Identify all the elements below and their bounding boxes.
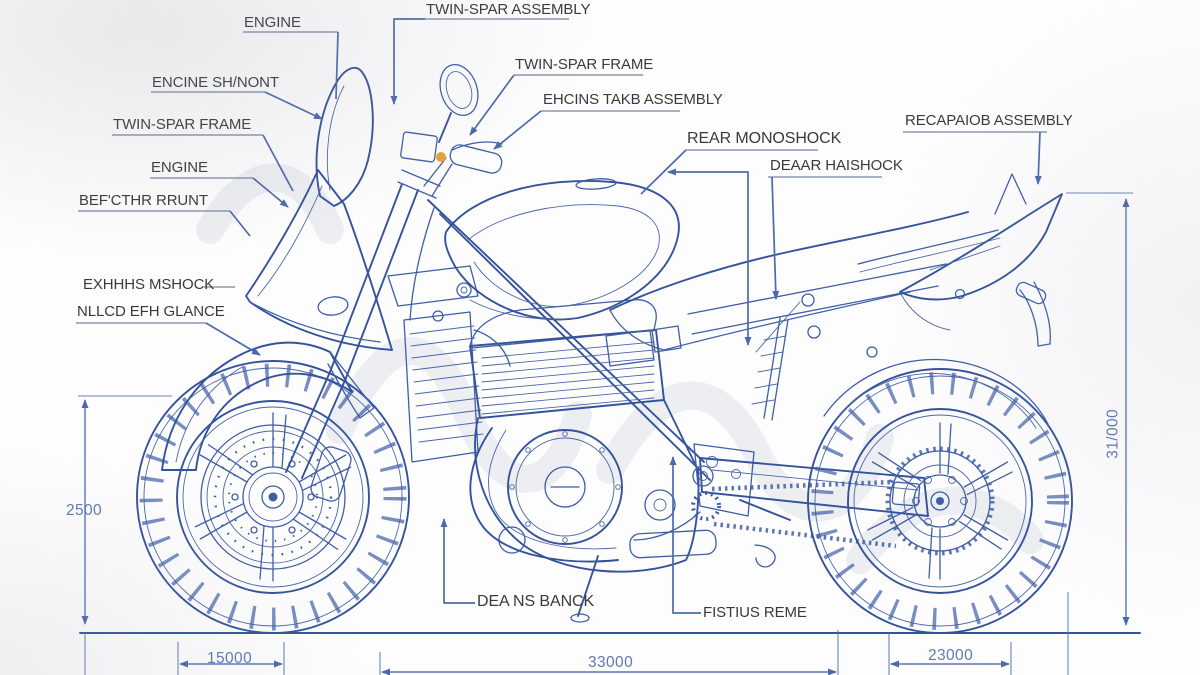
- airbox: [605, 329, 655, 367]
- front-brake-caliper: [310, 446, 352, 502]
- rear-sprocket: [885, 446, 995, 556]
- handlebar-cockpit: [400, 131, 503, 197]
- tail-unit: [857, 173, 1063, 331]
- fairing-vent: [387, 265, 479, 307]
- clutch-cover: [507, 429, 623, 545]
- mud-flap: [1019, 281, 1052, 347]
- windscreen: [315, 66, 374, 207]
- callout-rear-monoshock: REAR MONOSHOCK: [687, 130, 842, 147]
- callout-ehcins-takb-assembly: EHCINS TAKB ASSEMBLY: [543, 91, 723, 108]
- dimension-front-height: 2500: [66, 502, 103, 519]
- callout-fistius-reme: FISTIUS REME: [703, 604, 807, 621]
- dimension-overall-height: 31/000: [1104, 408, 1122, 459]
- fuel-tank: [444, 178, 680, 321]
- filler-cap: [575, 178, 617, 190]
- callout-underlines: [76, 18, 1047, 324]
- dimension-rear-segment: 23000: [928, 647, 974, 664]
- callout-engine-left: ENGINE: [151, 159, 208, 176]
- mirror: [438, 64, 479, 143]
- swingarm: [692, 457, 929, 517]
- front-brake-disc: [200, 424, 346, 570]
- engine: [469, 299, 700, 573]
- leader-lines: [205, 18, 1042, 614]
- front-fender: [161, 341, 375, 471]
- front-fairing: [245, 169, 479, 351]
- motorcycle-drawing: [79, 64, 1141, 634]
- crankcase: [474, 399, 700, 573]
- cooling-fins: [481, 341, 655, 415]
- callout-nllcd-efh-glance: NLLCD EFH GLANCE: [77, 303, 225, 320]
- dimension-wheelbase: 33000: [588, 654, 634, 671]
- callout-encine-shinont: ENCINE SH/NONT: [152, 74, 279, 91]
- drive-chain: [691, 479, 897, 549]
- callout-recapaiob-assembly: RECAPAIOB ASSEMBLY: [905, 112, 1073, 129]
- instrument-cluster: [400, 131, 438, 163]
- cover-bolts: [509, 431, 621, 543]
- callout-engine-top: ENGINE: [244, 14, 301, 31]
- triple-clamp: [397, 169, 441, 199]
- handlebar-grip: [449, 144, 503, 174]
- callout-twin-spar-assembly: TWIN-SPAR ASSEMBLY: [426, 1, 591, 18]
- rear-wheel: [807, 368, 1073, 634]
- seat: [609, 211, 969, 351]
- callout-deaar-haishock: DEAAR HAISHOCK: [770, 157, 903, 174]
- front-wheel: [136, 360, 410, 634]
- valve-cover: [469, 299, 657, 349]
- grab-rail: [857, 229, 999, 265]
- callout-dea-ns-banck: DEA NS BANCK: [477, 593, 595, 610]
- rear-shock: [751, 317, 789, 421]
- dimension-front-segment: 15000: [207, 650, 253, 667]
- callout-befcthr-rrunt: BEF'CTHR RRUNT: [79, 192, 208, 209]
- dimension-lines: [78, 192, 1133, 675]
- rear-turn-signal: [1015, 281, 1047, 305]
- tail-fin: [994, 173, 1027, 215]
- callout-twin-spar-frame-right: TWIN-SPAR FRAME: [515, 56, 654, 73]
- callout-exhhhs-mshock: EXHHHS MSHOCK: [83, 276, 215, 293]
- front-turn-signal: [317, 296, 349, 316]
- indicator-dot: [436, 152, 446, 162]
- side-stand: [577, 555, 599, 617]
- callout-twin-spar-frame-left: TWIN-SPAR FRAME: [113, 116, 252, 133]
